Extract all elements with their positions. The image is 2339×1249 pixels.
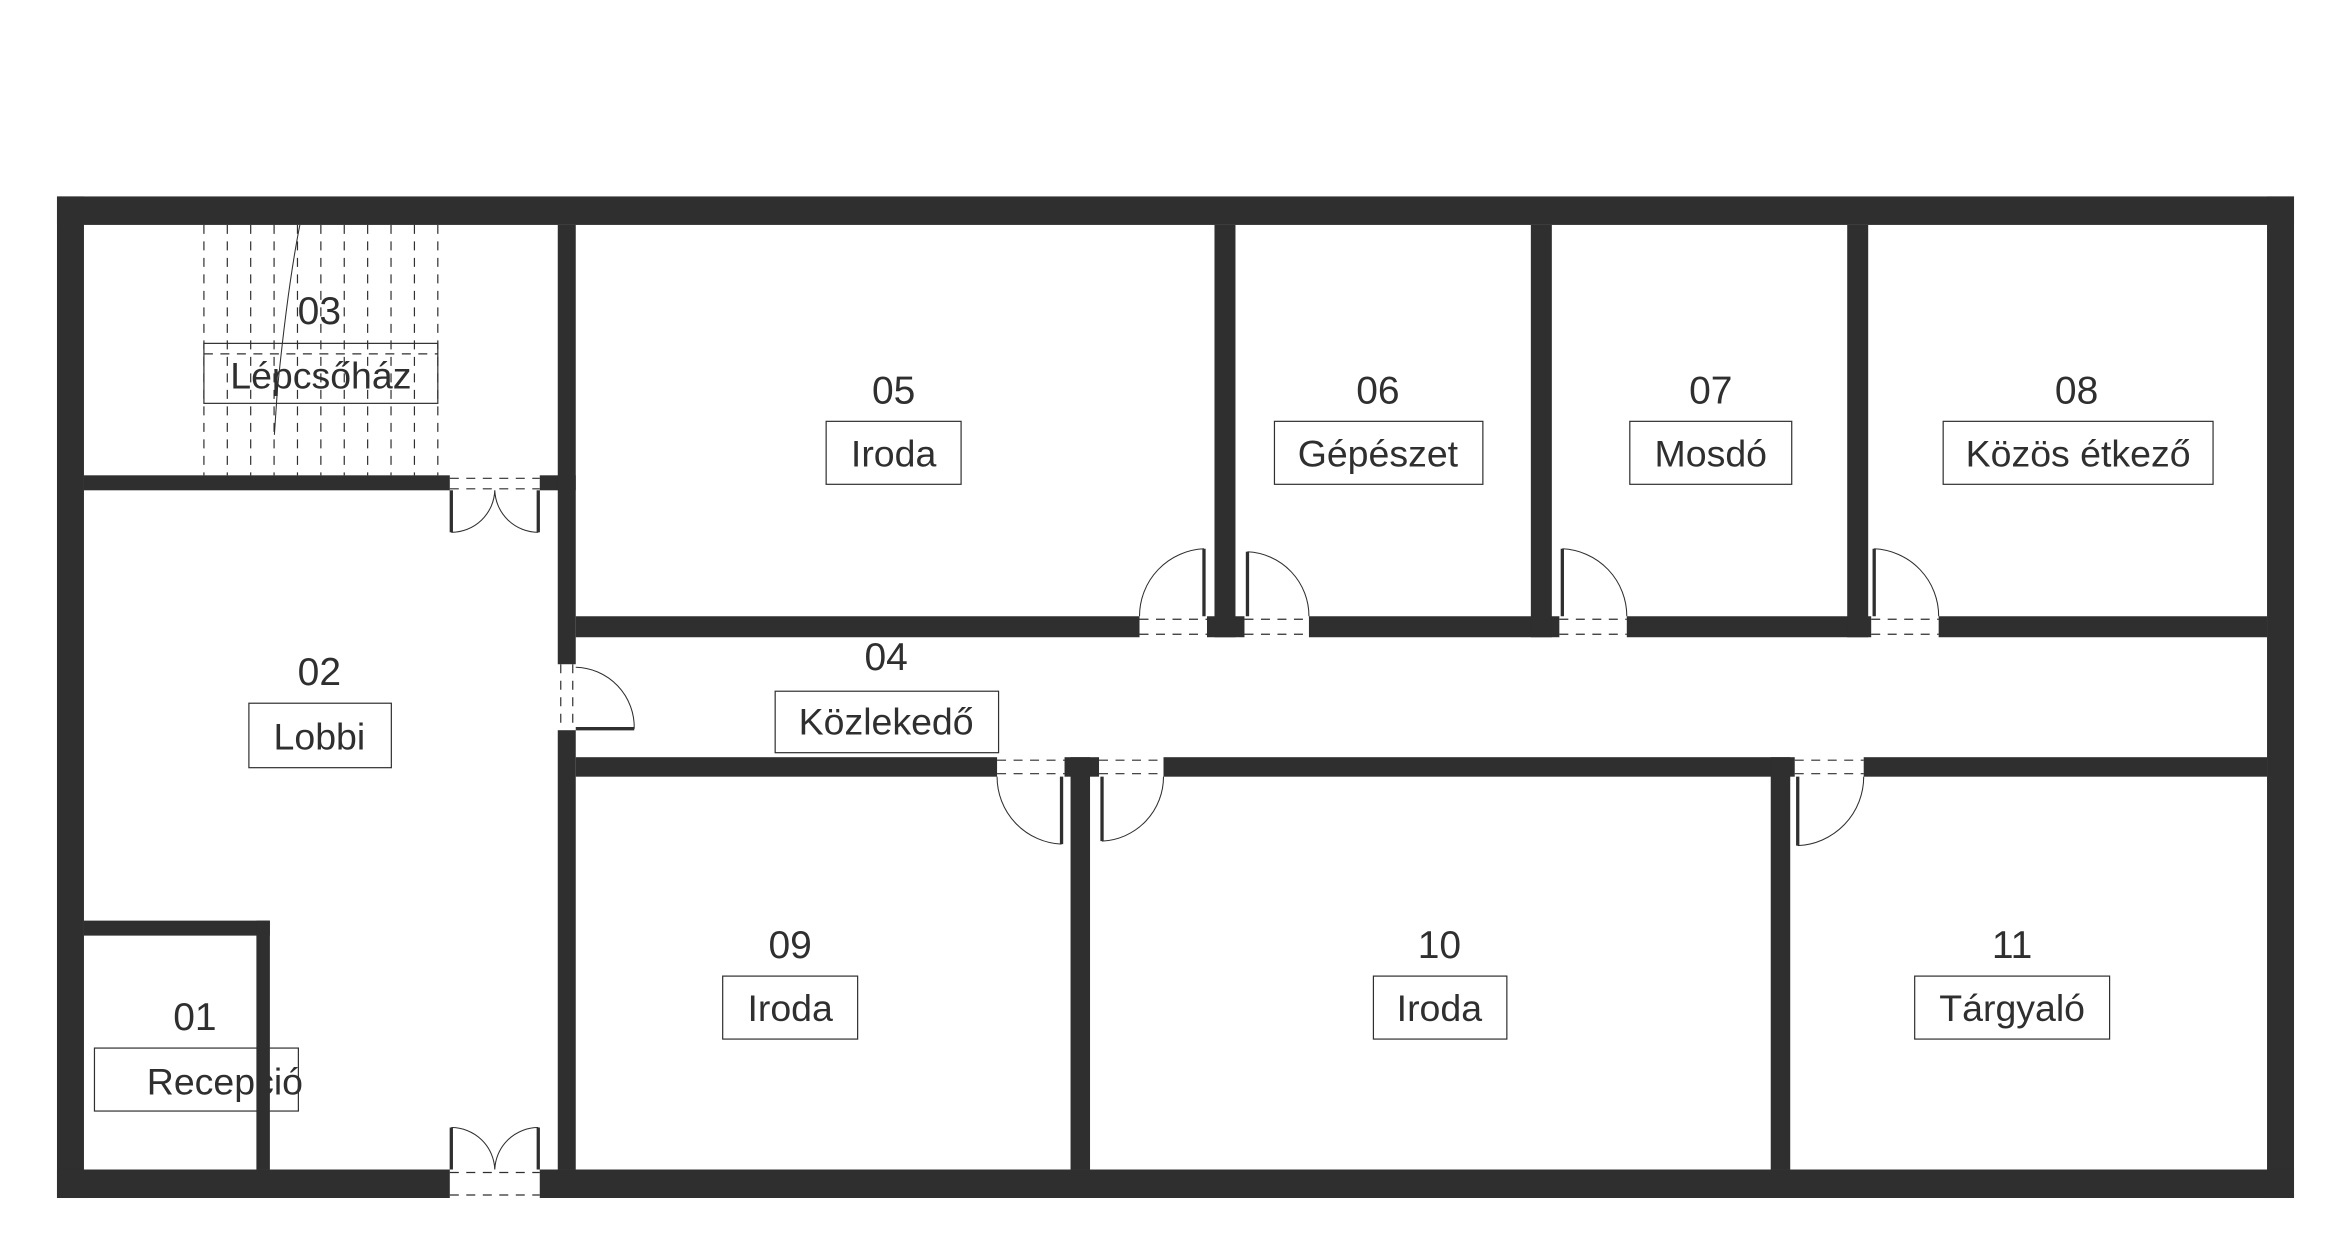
door-lobby-corridor[interactable] (560, 664, 635, 731)
room-label-box (248, 702, 392, 769)
room-09[interactable]: 09 Iroda (722, 924, 859, 1040)
door-room-07[interactable] (1559, 548, 1628, 635)
room-08[interactable]: 08 Közös étkező (1942, 369, 2214, 485)
door-room-06[interactable] (1244, 551, 1310, 635)
room-name: Közös étkező (1966, 432, 2191, 474)
room-07[interactable]: 07 Mosdó (1629, 369, 1793, 485)
room-name: Lobbi (274, 716, 366, 758)
room-01[interactable]: 01 Recepció (93, 996, 303, 1112)
room-04[interactable]: 04 Közlekedő (774, 636, 1000, 754)
door-room-08[interactable] (1871, 548, 1940, 635)
stair-lines (203, 224, 439, 476)
room-number: 03 (298, 290, 341, 333)
room-number: 02 (298, 651, 341, 694)
room-number: 06 (1356, 369, 1399, 412)
door-main-entrance[interactable] (449, 1127, 540, 1196)
room-label-box (1629, 420, 1793, 485)
walls (56, 196, 2295, 1199)
room-name: Közlekedő (799, 701, 974, 743)
room-number: 07 (1689, 369, 1732, 412)
room-03[interactable]: 03 Lépcsőház (203, 290, 439, 404)
door-room-10[interactable] (1099, 759, 1165, 842)
room-label-box (93, 1047, 299, 1112)
room-label-box (1273, 420, 1484, 485)
room-label-box (1942, 420, 2214, 485)
room-number: 10 (1418, 924, 1461, 967)
room-number: 08 (2055, 369, 2098, 412)
room-label-box (774, 690, 1000, 754)
room-number: 05 (872, 369, 915, 412)
door-room-09[interactable] (996, 759, 1065, 845)
room-name: Iroda (1397, 987, 1483, 1029)
room-11[interactable]: 11 Tárgyaló (1914, 924, 2111, 1040)
room-name: Gépészet (1298, 432, 1459, 474)
stair-break-line (273, 224, 301, 435)
room-10[interactable]: 10 Iroda (1372, 924, 1508, 1040)
door-room-11[interactable] (1794, 759, 1865, 847)
room-name: Iroda (747, 987, 833, 1029)
room-number: 04 (864, 636, 907, 679)
room-name: Recepció (147, 1061, 303, 1103)
door-stair-lobby[interactable] (449, 477, 540, 533)
room-name: Iroda (851, 432, 937, 474)
room-label-box (825, 420, 962, 485)
room-label-box (1372, 975, 1508, 1040)
room-name: Tárgyaló (1939, 987, 2085, 1029)
room-number: 01 (173, 996, 216, 1039)
room-name: Mosdó (1655, 432, 1767, 474)
room-label-box (1914, 975, 2111, 1040)
room-name: Lépcsőház (230, 354, 411, 396)
room-02[interactable]: 02 Lobbi (248, 651, 392, 769)
room-number: 09 (768, 924, 811, 967)
room-06[interactable]: 06 Gépészet (1273, 369, 1484, 485)
room-label-box (722, 975, 859, 1040)
door-room-05[interactable] (1138, 548, 1207, 635)
room-number: 11 (1992, 924, 2032, 967)
room-05[interactable]: 05 Iroda (825, 369, 962, 485)
room-label-box (203, 342, 439, 404)
